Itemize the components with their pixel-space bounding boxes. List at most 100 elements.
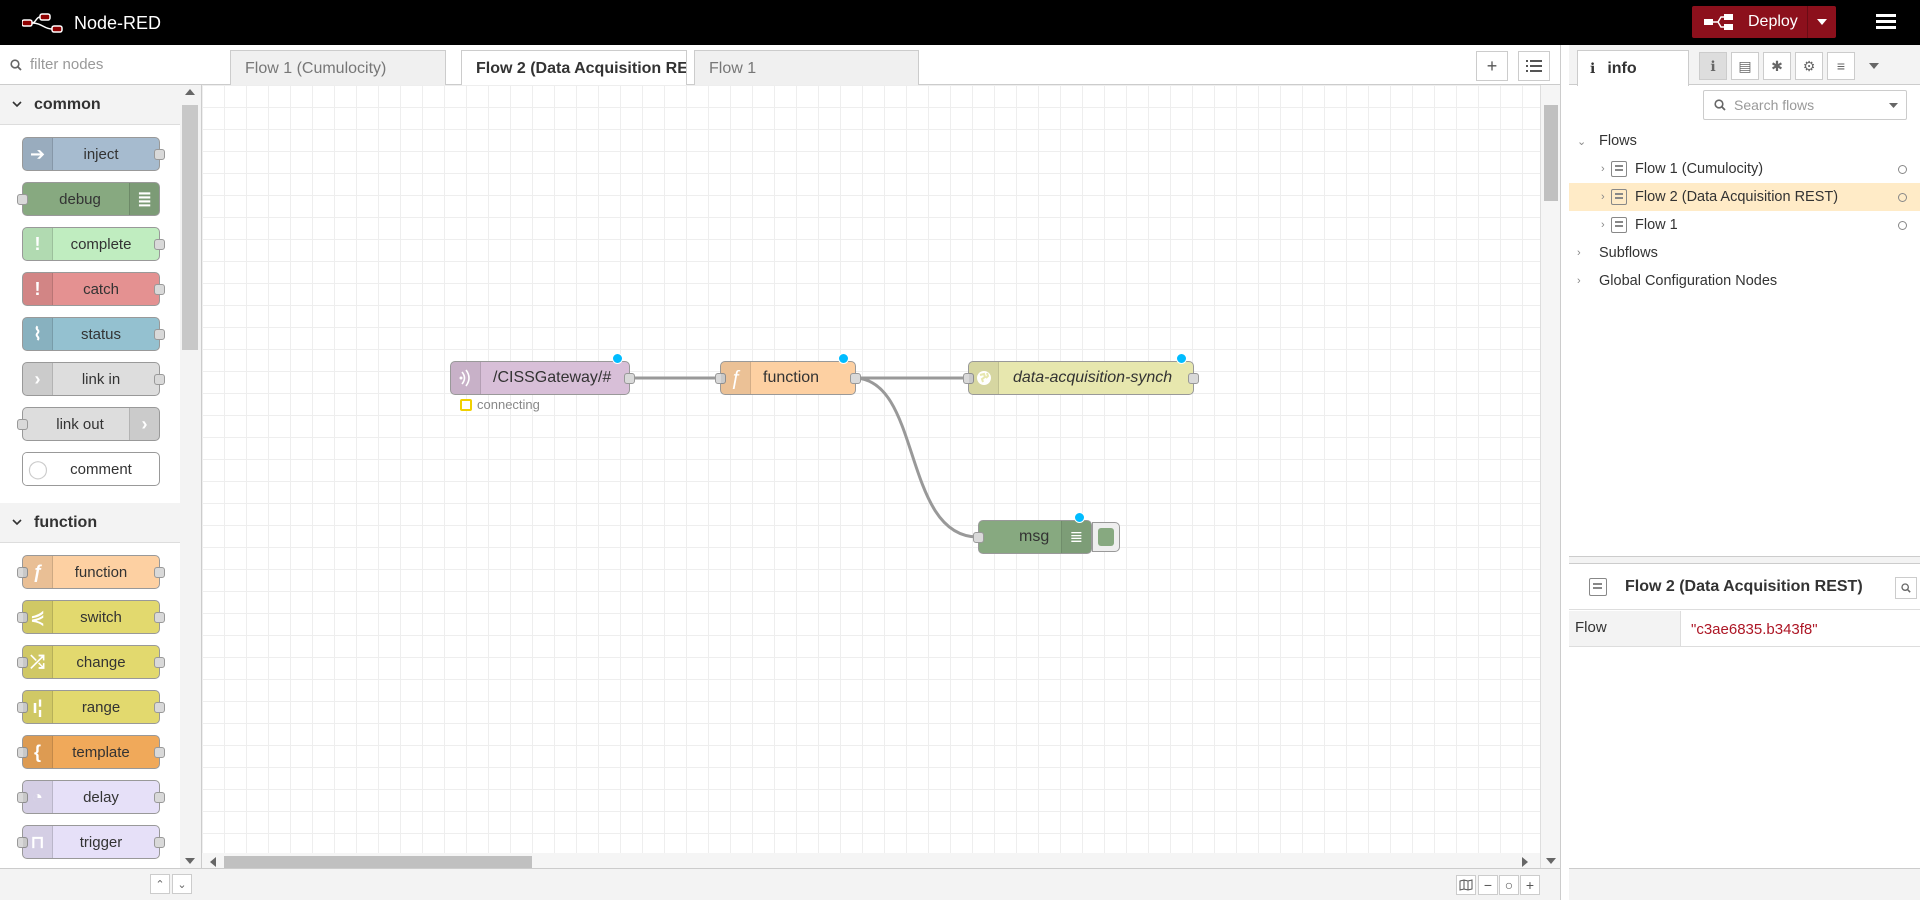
- tree-item-flows[interactable]: ⌄ Flows: [1569, 127, 1920, 155]
- add-flow-button[interactable]: +: [1476, 51, 1508, 81]
- app-logo: Node-RED: [22, 10, 161, 36]
- output-port[interactable]: [1188, 373, 1199, 384]
- output-port: [154, 239, 165, 250]
- detail-search-button[interactable]: [1895, 577, 1917, 599]
- chevron-right-icon[interactable]: ›: [1601, 219, 1605, 231]
- search-flows-input[interactable]: Search flows: [1703, 90, 1907, 120]
- palette-search-input[interactable]: filter nodes: [0, 45, 202, 85]
- input-port: [17, 612, 28, 623]
- list-flows-button[interactable]: [1518, 51, 1550, 81]
- scroll-down-icon[interactable]: [1546, 858, 1556, 864]
- tree-label: Flow 1: [1635, 217, 1678, 233]
- chevron-right-icon[interactable]: ›: [1577, 247, 1581, 259]
- output-port[interactable]: [624, 373, 635, 384]
- sidebar-config-button[interactable]: ⚙: [1795, 52, 1823, 80]
- category-label: common: [34, 95, 101, 113]
- palette-node-complete[interactable]: ! complete: [22, 227, 165, 261]
- category-header-function[interactable]: function: [0, 503, 180, 543]
- flow-node-function[interactable]: ƒ function: [715, 353, 861, 395]
- sidebar-help-button[interactable]: ▤: [1731, 52, 1759, 80]
- sidebar-info-button[interactable]: ℹ: [1699, 52, 1727, 80]
- palette-categories: common ➔ inject debug ≣ ! complete ! cat…: [0, 85, 180, 868]
- collapse-all-button[interactable]: ⌃: [150, 874, 170, 894]
- chevron-right-icon[interactable]: ›: [1601, 191, 1605, 203]
- palette-node-inject[interactable]: ➔ inject: [22, 137, 165, 171]
- palette-node-link-in[interactable]: › link in: [22, 362, 165, 396]
- scroll-up-icon[interactable]: [185, 89, 195, 95]
- palette-scrollbar[interactable]: [180, 85, 200, 868]
- zoom-out-button[interactable]: −: [1478, 875, 1498, 895]
- scroll-down-icon[interactable]: [185, 858, 195, 864]
- caret-down-icon[interactable]: [1889, 102, 1898, 108]
- tab-label: Flow 1 (Cumulocity): [245, 59, 387, 77]
- sidebar-split-handle[interactable]: [1569, 556, 1920, 564]
- tree-item-subflows[interactable]: › Subflows: [1569, 239, 1920, 267]
- tab-flow-1[interactable]: Flow 1: [694, 50, 919, 86]
- tab-info[interactable]: ℹ info: [1577, 50, 1689, 86]
- palette-node-catch[interactable]: ! catch: [22, 272, 165, 306]
- palette-search-placeholder: filter nodes: [30, 56, 104, 73]
- tab-label: info: [1607, 59, 1637, 77]
- sidebar-debug-button[interactable]: ✱: [1763, 52, 1791, 80]
- deploy-label: Deploy: [1748, 13, 1798, 30]
- scroll-left-icon[interactable]: [210, 857, 216, 867]
- palette-node-function[interactable]: ƒ function: [17, 555, 165, 589]
- palette-node-debug[interactable]: debug ≣: [17, 182, 160, 216]
- tree-item-flow-2-data-acquisition-rest[interactable]: › Flow 2 (Data Acquisition REST): [1569, 183, 1920, 211]
- sidebar-tabs-menu-button[interactable]: [1861, 52, 1887, 80]
- palette-node-comment[interactable]: ◯ comment: [22, 452, 160, 486]
- category-body-common: ➔ inject debug ≣ ! complete ! catch ⌇: [0, 125, 180, 503]
- input-port[interactable]: [963, 373, 974, 384]
- palette-node-range[interactable]: ı¦ range: [17, 690, 165, 724]
- debug-toggle-button[interactable]: [1092, 522, 1120, 552]
- scrollbar-thumb[interactable]: [1544, 105, 1558, 201]
- input-port[interactable]: [973, 532, 984, 543]
- scroll-right-icon[interactable]: [1522, 857, 1528, 867]
- palette-node-change[interactable]: ⤮ change: [17, 645, 165, 679]
- tree-item-flow-1-cumulocity[interactable]: › Flow 1 (Cumulocity): [1569, 155, 1920, 183]
- flow-node-debug[interactable]: msg ≣: [973, 512, 1092, 554]
- tree-item-flow-1[interactable]: › Flow 1: [1569, 211, 1920, 239]
- zoom-in-button[interactable]: +: [1520, 875, 1540, 895]
- chevron-right-icon[interactable]: ›: [1601, 163, 1605, 175]
- canvas-vertical-scrollbar[interactable]: [1540, 85, 1560, 868]
- flow-node-mqtt-in[interactable]: /CISSGateway/#: [450, 353, 635, 395]
- canvas-horizontal-scrollbar[interactable]: [202, 853, 1540, 869]
- palette-node-link-out[interactable]: link out ›: [17, 407, 160, 441]
- tab-flow-1-cumulocity[interactable]: Flow 1 (Cumulocity): [230, 50, 446, 86]
- deploy-main-button[interactable]: Deploy: [1692, 6, 1808, 38]
- input-port[interactable]: [715, 373, 726, 384]
- flow-node-http-request[interactable]: data-acquisition-synch: [963, 353, 1199, 395]
- navigator-button[interactable]: [1456, 875, 1476, 895]
- palette-node-template[interactable]: { template: [17, 735, 165, 769]
- node-label: msg: [1019, 528, 1050, 545]
- deploy-button[interactable]: Deploy: [1692, 6, 1836, 38]
- tab-flow-2-data-acquisition-rest[interactable]: Flow 2 (Data Acquisition REST): [461, 50, 687, 86]
- zoom-reset-button[interactable]: ○: [1499, 875, 1519, 895]
- output-port: [154, 837, 165, 848]
- sidebar-context-button[interactable]: ≡: [1827, 52, 1855, 80]
- palette-node-trigger[interactable]: ⊓ trigger: [17, 825, 165, 859]
- output-port: [154, 612, 165, 623]
- function-icon: ƒ: [23, 556, 53, 588]
- palette-node-switch[interactable]: ⋞ switch: [17, 600, 165, 634]
- palette-node-delay[interactable]: ◔ delay: [17, 780, 165, 814]
- category-header-common[interactable]: common: [0, 85, 180, 125]
- output-port: [154, 329, 165, 340]
- deploy-menu-button[interactable]: [1808, 19, 1836, 25]
- palette-node-status[interactable]: ⌇ status: [22, 317, 165, 351]
- scrollbar-thumb[interactable]: [224, 856, 532, 868]
- tree-item-global-config[interactable]: › Global Configuration Nodes: [1569, 267, 1920, 295]
- output-port[interactable]: [850, 373, 861, 384]
- flow-canvas[interactable]: /CISSGateway/# connecting ƒ function dat…: [202, 85, 1540, 868]
- chevron-right-icon[interactable]: ›: [1577, 275, 1581, 287]
- palette-node-label: trigger: [79, 833, 123, 851]
- bug-icon: ✱: [1771, 57, 1783, 74]
- chevron-down-icon[interactable]: ⌄: [1577, 135, 1587, 148]
- main-menu-button[interactable]: [1872, 11, 1900, 33]
- input-port: [17, 837, 28, 848]
- expand-all-button[interactable]: ⌄: [172, 874, 192, 894]
- scrollbar-thumb[interactable]: [182, 105, 198, 350]
- flow-icon: [1611, 189, 1627, 205]
- node-label: data-acquisition-synch: [1013, 369, 1173, 386]
